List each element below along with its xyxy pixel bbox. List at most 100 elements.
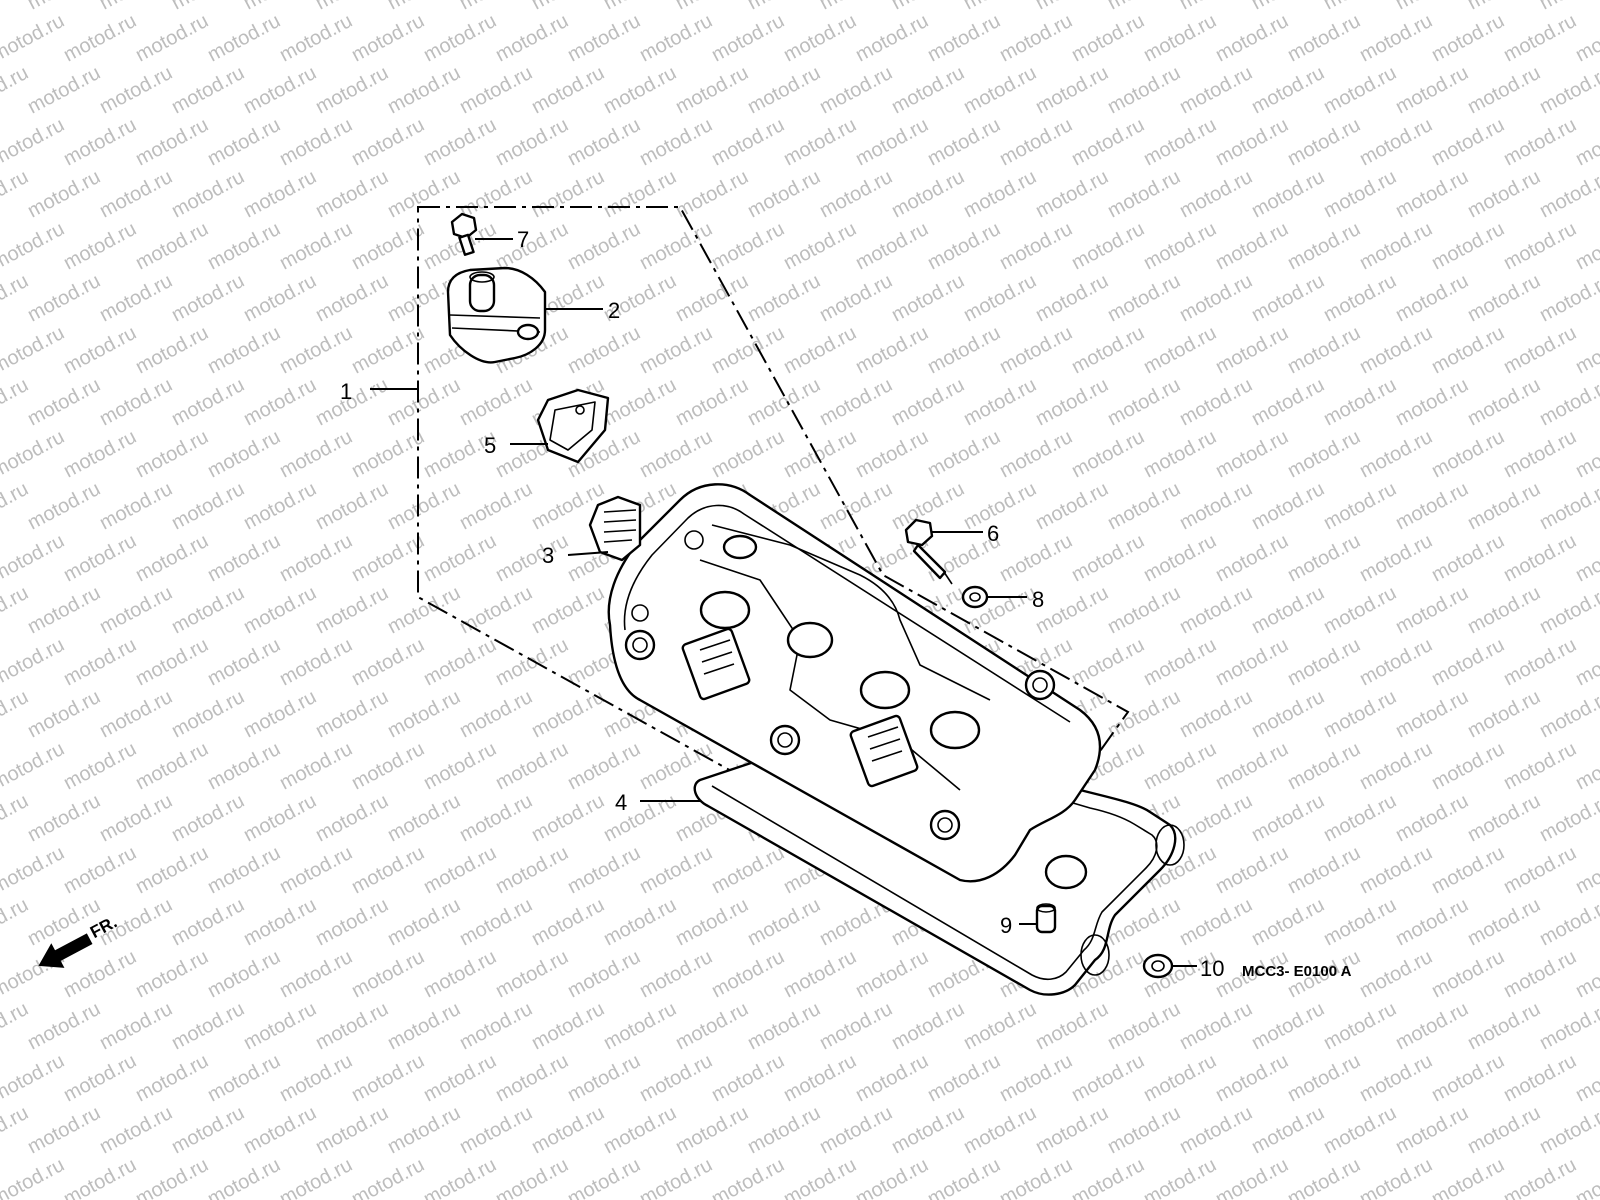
watermark-text: motod.ru [312, 62, 392, 118]
watermark-text: motod.ru [1428, 842, 1508, 898]
watermark-text: motod.ru [132, 218, 212, 274]
watermark-text: motod.ru [1356, 114, 1436, 170]
watermark-text: motod.ru [1500, 114, 1580, 170]
watermark-text: motod.ru [96, 62, 176, 118]
watermark-text: motod.ru [1356, 946, 1436, 1002]
watermark-text: motod.ru [96, 166, 176, 222]
watermark-text: motod.ru [492, 218, 572, 274]
watermark-text: motod.ru [420, 842, 500, 898]
watermark-text: motod.ru [492, 1154, 572, 1200]
watermark-text: motod.ru [0, 166, 32, 222]
watermark-text: motod.ru [240, 166, 320, 222]
mount-boss-3 [769, 724, 801, 756]
watermark-text: motod.ru [1248, 790, 1328, 846]
watermark-text: motod.ru [1068, 426, 1148, 482]
watermark-text: motod.ru [1032, 62, 1112, 118]
watermark-text: motod.ru [1572, 530, 1600, 586]
watermark-text: motod.ru [240, 582, 320, 638]
watermark-text: motod.ru [600, 790, 680, 846]
watermark-text: motod.ru [96, 1102, 176, 1158]
watermark-text: motod.ru [600, 894, 680, 950]
watermark-text: motod.ru [60, 426, 140, 482]
cylinder-head-cover [607, 483, 1102, 883]
watermark-text: motod.ru [1536, 166, 1600, 222]
breather-cover [446, 266, 547, 364]
watermark-text: motod.ru [1500, 1050, 1580, 1106]
watermark-text: motod.ru [924, 10, 1004, 66]
watermark-text: motod.ru [0, 738, 68, 794]
watermark-text: motod.ru [1068, 10, 1148, 66]
watermark-text: motod.ru [1212, 322, 1292, 378]
watermark-text: motod.ru [600, 0, 680, 14]
watermark-text: motod.ru [132, 1050, 212, 1106]
watermark-text: motod.ru [1428, 114, 1508, 170]
watermark-text: motod.ru [780, 322, 860, 378]
callout-2: 2 [608, 298, 620, 323]
watermark-text: motod.ru [1320, 270, 1400, 326]
watermark-text: motod.ru [1356, 10, 1436, 66]
watermark-text: motod.ru [1320, 166, 1400, 222]
cover-stud-bolt [904, 518, 953, 585]
reed-valve-plate [536, 388, 610, 464]
watermark-text: motod.ru [816, 270, 896, 326]
watermark-text: motod.ru [1572, 218, 1600, 274]
reed-valve [588, 495, 642, 562]
watermark-text: motod.ru [0, 10, 68, 66]
watermark-text: motod.ru [924, 1154, 1004, 1200]
watermark-text: motod.ru [1248, 62, 1328, 118]
watermark-text: motod.ru [636, 1050, 716, 1106]
watermark-text: motod.ru [1356, 842, 1436, 898]
watermark-text: motod.ru [1392, 686, 1472, 742]
watermark-text: motod.ru [240, 0, 320, 14]
watermark-text: motod.ru [420, 1050, 500, 1106]
watermark-text: motod.ru [1284, 322, 1364, 378]
watermark-text: motod.ru [1140, 1050, 1220, 1106]
watermark-text: motod.ru [1392, 894, 1472, 950]
watermark-text: motod.ru [1392, 62, 1472, 118]
watermark-text: motod.ru [1104, 582, 1184, 638]
watermark-text: motod.ru [1176, 998, 1256, 1054]
watermark-text: motod.ru [0, 426, 68, 482]
watermark-text: motod.ru [1104, 62, 1184, 118]
watermark-text: motod.ru [384, 478, 464, 534]
mount-boss-4 [929, 809, 961, 841]
watermark-text: motod.ru [1068, 218, 1148, 274]
watermark-text: motod.ru [1392, 582, 1472, 638]
watermark-text: motod.ru [1536, 374, 1600, 430]
watermark-text: motod.ru [1212, 530, 1292, 586]
watermark-text: motod.ru [816, 998, 896, 1054]
watermark-text: motod.ru [204, 218, 284, 274]
watermark-text: motod.ru [384, 686, 464, 742]
watermark-text: motod.ru [312, 894, 392, 950]
watermark-text: motod.ru [1068, 1154, 1148, 1200]
watermark-text: motod.ru [1140, 738, 1220, 794]
watermark-text: motod.ru [672, 998, 752, 1054]
watermark-text: motod.ru [24, 270, 104, 326]
watermark-text: motod.ru [0, 686, 32, 742]
watermark-text: motod.ru [780, 10, 860, 66]
watermark-text: motod.ru [996, 426, 1076, 482]
watermark-text: motod.ru [384, 582, 464, 638]
watermark-text: motod.ru [1464, 478, 1544, 534]
callout-4: 4 [615, 790, 627, 815]
watermark-text: motod.ru [492, 738, 572, 794]
watermark-text: motod.ru [636, 842, 716, 898]
watermark-text: motod.ru [852, 322, 932, 378]
watermark-text: motod.ru [168, 374, 248, 430]
watermark-text: motod.ru [132, 114, 212, 170]
watermark-text: motod.ru [492, 530, 572, 586]
watermark-text: motod.ru [888, 62, 968, 118]
watermark-text: motod.ru [924, 322, 1004, 378]
watermark-text: motod.ru [312, 790, 392, 846]
watermark-text: motod.ru [204, 10, 284, 66]
watermark-text: motod.ru [276, 1154, 356, 1200]
watermark-text: motod.ru [276, 426, 356, 482]
reed-valve-front [681, 627, 751, 701]
watermark-text: motod.ru [96, 582, 176, 638]
watermark-text: motod.ru [0, 374, 32, 430]
watermark-text: motod.ru [816, 62, 896, 118]
watermark-text: motod.ru [924, 114, 1004, 170]
watermark-text: motod.ru [420, 634, 500, 690]
watermark-text: motod.ru [24, 478, 104, 534]
watermark-text: motod.ru [0, 1102, 32, 1158]
